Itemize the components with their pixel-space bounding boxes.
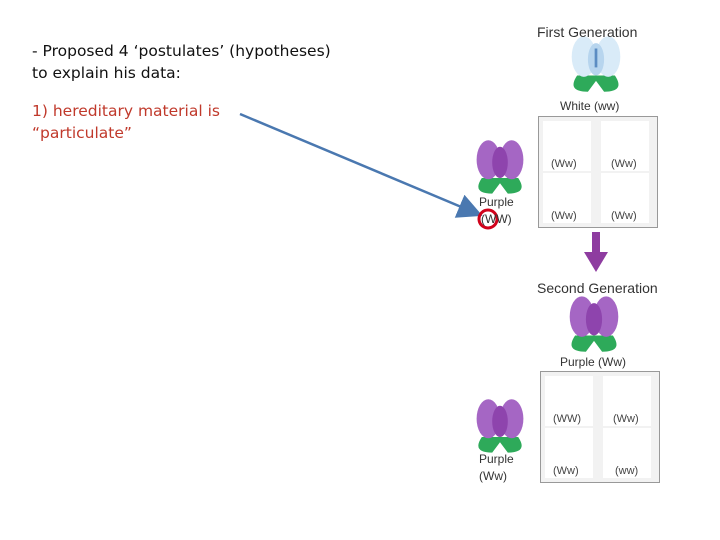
side-label-line1: Purple <box>479 452 514 466</box>
first-generation-title: First Generation <box>537 24 638 40</box>
purple-parent-label-line1: Purple <box>479 195 514 209</box>
white-flower-icon <box>571 36 621 92</box>
genotype-label: (Ww) <box>613 413 639 425</box>
connector-arrow <box>239 112 483 218</box>
punnett-cell: (WW) <box>545 376 593 426</box>
punnett-cell: (Ww) <box>543 173 591 223</box>
point-1-text: 1) hereditary material is “particulate” <box>32 102 220 142</box>
genotype-label: (Ww) <box>611 158 637 170</box>
highlight-circle <box>477 208 499 230</box>
purple-flower-icon <box>476 399 524 453</box>
genotype-label: (Ww) <box>553 465 579 477</box>
punnett-cell: (Ww) <box>601 173 649 223</box>
purple-flower-icon <box>569 296 619 352</box>
bullet-text: - Proposed 4 ‘postulates’ (hypotheses) t… <box>32 42 331 82</box>
genotype-label: (Ww) <box>551 158 577 170</box>
genotype-label: (WW) <box>553 413 582 425</box>
punnett-cell: (Ww) <box>601 121 649 171</box>
white-parent-label: White (ww) <box>560 99 620 113</box>
purple-flower-icon <box>476 140 524 194</box>
purple-parent-label-line2: (WW) <box>481 212 512 226</box>
genotype-label: (ww) <box>615 465 639 477</box>
genotype-label: (Ww) <box>551 210 577 222</box>
punnett-cell: (Ww) <box>543 121 591 171</box>
second-gen-punnett-grid: (WW) (Ww) (Ww) (ww) <box>540 371 660 483</box>
second-gen-parent-label: Purple (Ww) <box>560 355 627 369</box>
genotype-label: (Ww) <box>611 210 637 222</box>
punnett-cell: (ww) <box>603 428 651 478</box>
side-label-line2: (Ww) <box>479 469 507 483</box>
punnett-cell: (Ww) <box>603 376 651 426</box>
punnett-cell: (Ww) <box>545 428 593 478</box>
down-arrow-icon <box>584 232 608 272</box>
second-generation-title: Second Generation <box>537 280 658 296</box>
first-gen-punnett-grid: (Ww) (Ww) (Ww) (Ww) <box>538 116 658 228</box>
